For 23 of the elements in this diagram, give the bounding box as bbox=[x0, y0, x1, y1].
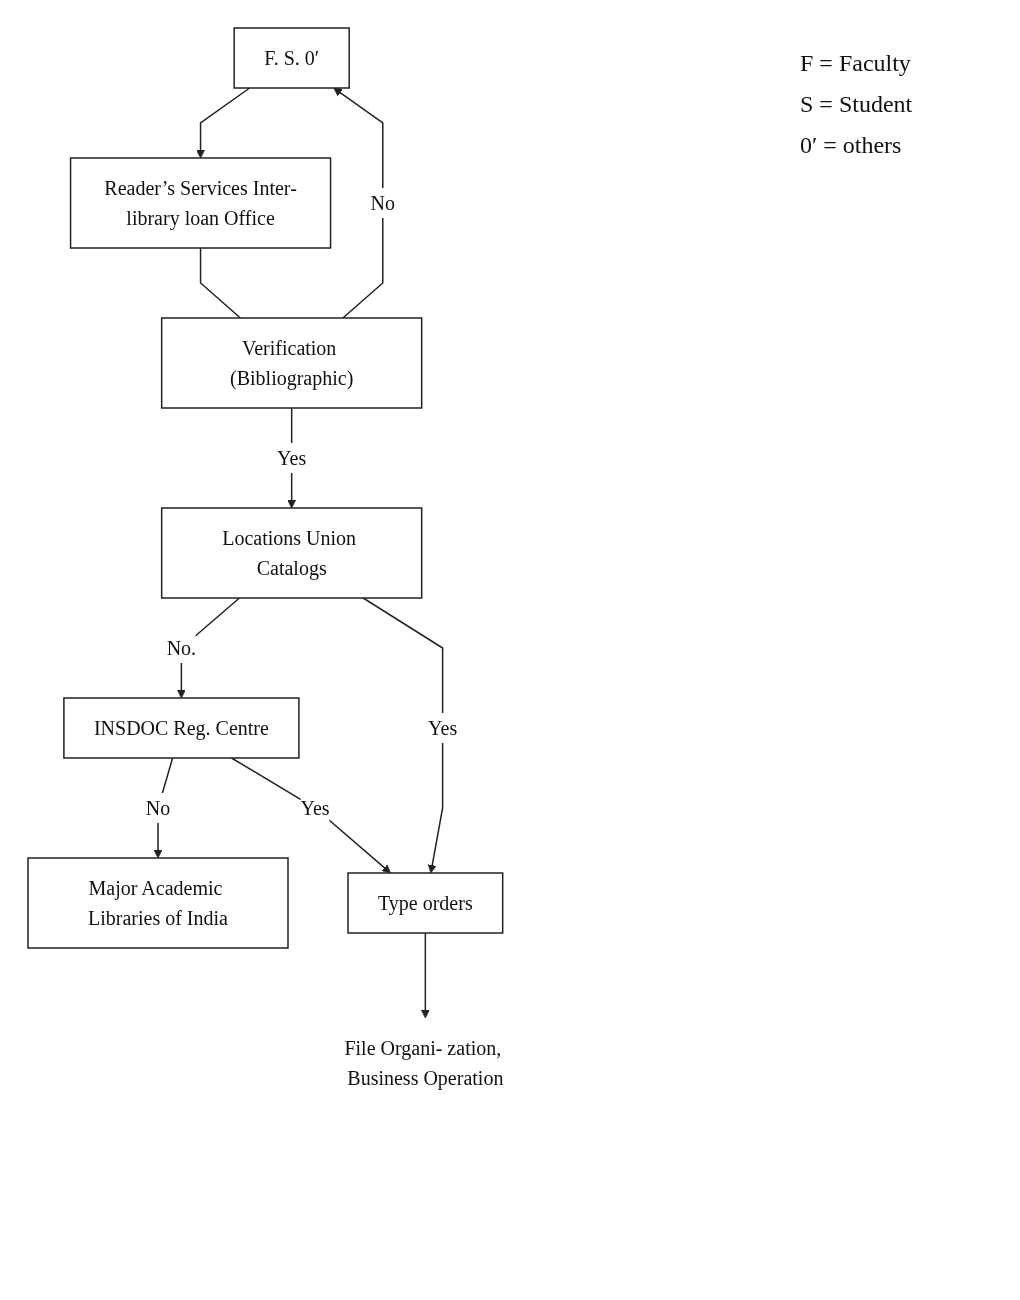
edge-label: Yes bbox=[428, 717, 458, 739]
edge-label: Yes bbox=[277, 447, 307, 469]
node-box: Type orders bbox=[347, 872, 504, 934]
arrow bbox=[420, 932, 430, 1019]
legend-note: F = Faculty bbox=[800, 50, 912, 77]
node-box: INSDOC Reg. Centre bbox=[63, 697, 300, 759]
arrow bbox=[333, 87, 384, 319]
node-box: Major Academic Libraries of India bbox=[27, 857, 289, 949]
legend-note: 0′ = others bbox=[800, 132, 903, 159]
node-text: File Organi- zation, Business Operation bbox=[344, 1037, 504, 1089]
arrow bbox=[230, 757, 391, 874]
legend-note: S = Student bbox=[800, 91, 914, 118]
node-box: F. S. 0′ bbox=[233, 27, 350, 89]
node-box: Reader’s Services Inter-library loan Office bbox=[69, 157, 332, 249]
edge-label: No. bbox=[166, 637, 197, 659]
edge-label: No bbox=[370, 192, 396, 214]
node-box: Locations Union Catalogs bbox=[160, 507, 423, 599]
node-box: Verification (Bibliographic) bbox=[160, 317, 423, 409]
arrow bbox=[196, 87, 251, 159]
edge-label: No bbox=[145, 797, 171, 819]
connector bbox=[199, 247, 242, 319]
arrow bbox=[362, 597, 444, 874]
edge-label: Yes bbox=[300, 797, 330, 819]
